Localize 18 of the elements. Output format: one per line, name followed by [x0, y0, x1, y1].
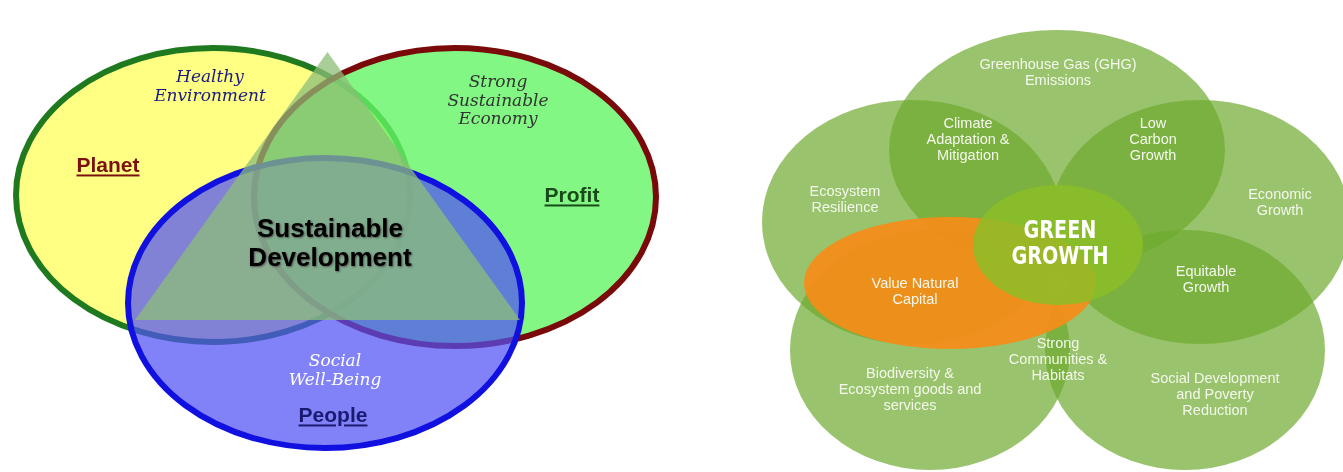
circle-caption: Healthy Environment — [153, 67, 267, 105]
circle-caption: Social Well-Being — [287, 351, 383, 389]
petal-text: Value Natural Capital — [870, 276, 960, 308]
circle-caption: Strong Sustainable Economy — [446, 71, 550, 129]
circle-title: Profit — [543, 183, 601, 207]
petal-text: Ecosystem Resilience — [808, 184, 882, 216]
center-title: GREEN GROWTH — [1010, 216, 1110, 270]
petal-text: Biodiversity & Ecosystem goods and services — [837, 366, 983, 414]
circle-title: Planet — [75, 153, 141, 177]
petal-text: Greenhouse Gas (GHG) Emissions — [978, 57, 1138, 89]
petal-text: Social Development and Poverty Reduction — [1150, 371, 1280, 419]
overlap-label: Low Carbon Growth — [1128, 116, 1178, 164]
overlap-label: Strong Communities & Habitats — [1007, 336, 1109, 384]
center-title: Sustainable Development — [247, 214, 413, 272]
circle-title: People — [297, 403, 369, 427]
petal-text: Economic Growth — [1247, 187, 1313, 219]
overlap-label: Climate Adaptation & Mitigation — [925, 116, 1011, 164]
overlap-label: Equitable Growth — [1174, 264, 1238, 296]
